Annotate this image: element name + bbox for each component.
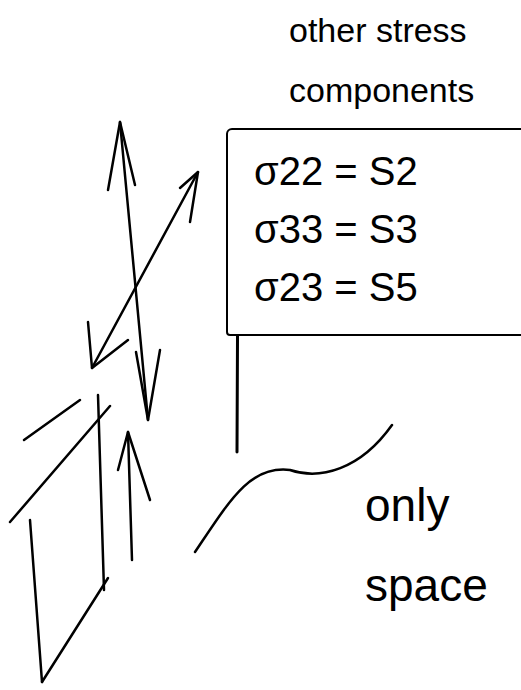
element-edge xyxy=(98,395,104,590)
stress-equation: σ22 = S2 xyxy=(254,142,521,200)
shear-stress-arrow xyxy=(92,172,198,368)
element-edge xyxy=(24,400,80,440)
wavy-leader xyxy=(195,425,392,552)
element-edge xyxy=(42,578,108,682)
arrow-head xyxy=(136,350,160,420)
stress-equation: σ23 = S5 xyxy=(254,258,521,316)
element-edge xyxy=(10,406,110,522)
box-heading: other stress components xyxy=(289,0,489,120)
element-edge xyxy=(30,520,42,682)
arrow-head xyxy=(118,432,150,500)
stress-box: other stress componentsσ22 = S2σ33 = S3σ… xyxy=(226,0,501,336)
arrow-head xyxy=(88,322,128,368)
stress-equation: σ33 = S3 xyxy=(254,200,521,258)
note-text: only space xyxy=(365,465,515,625)
small-arrow xyxy=(128,432,132,560)
box-outline: σ22 = S2σ33 = S3σ23 = S5 xyxy=(226,128,521,336)
arrow-head xyxy=(108,122,135,190)
arrow-head xyxy=(180,172,198,222)
